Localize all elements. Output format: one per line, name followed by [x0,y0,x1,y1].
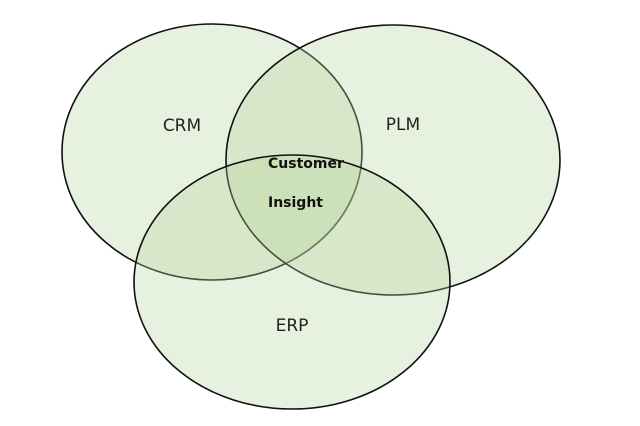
plm-set-ellipse [225,24,561,296]
intersection-label-line2: Insight [268,195,323,211]
plm-label: PLM [386,115,420,135]
crm-set-ellipse [61,23,363,281]
crm-label: CRM [163,116,201,136]
erp-label: ERP [276,316,309,336]
erp-set-ellipse [133,154,451,410]
intersection-label-line1: Customer [268,156,344,172]
